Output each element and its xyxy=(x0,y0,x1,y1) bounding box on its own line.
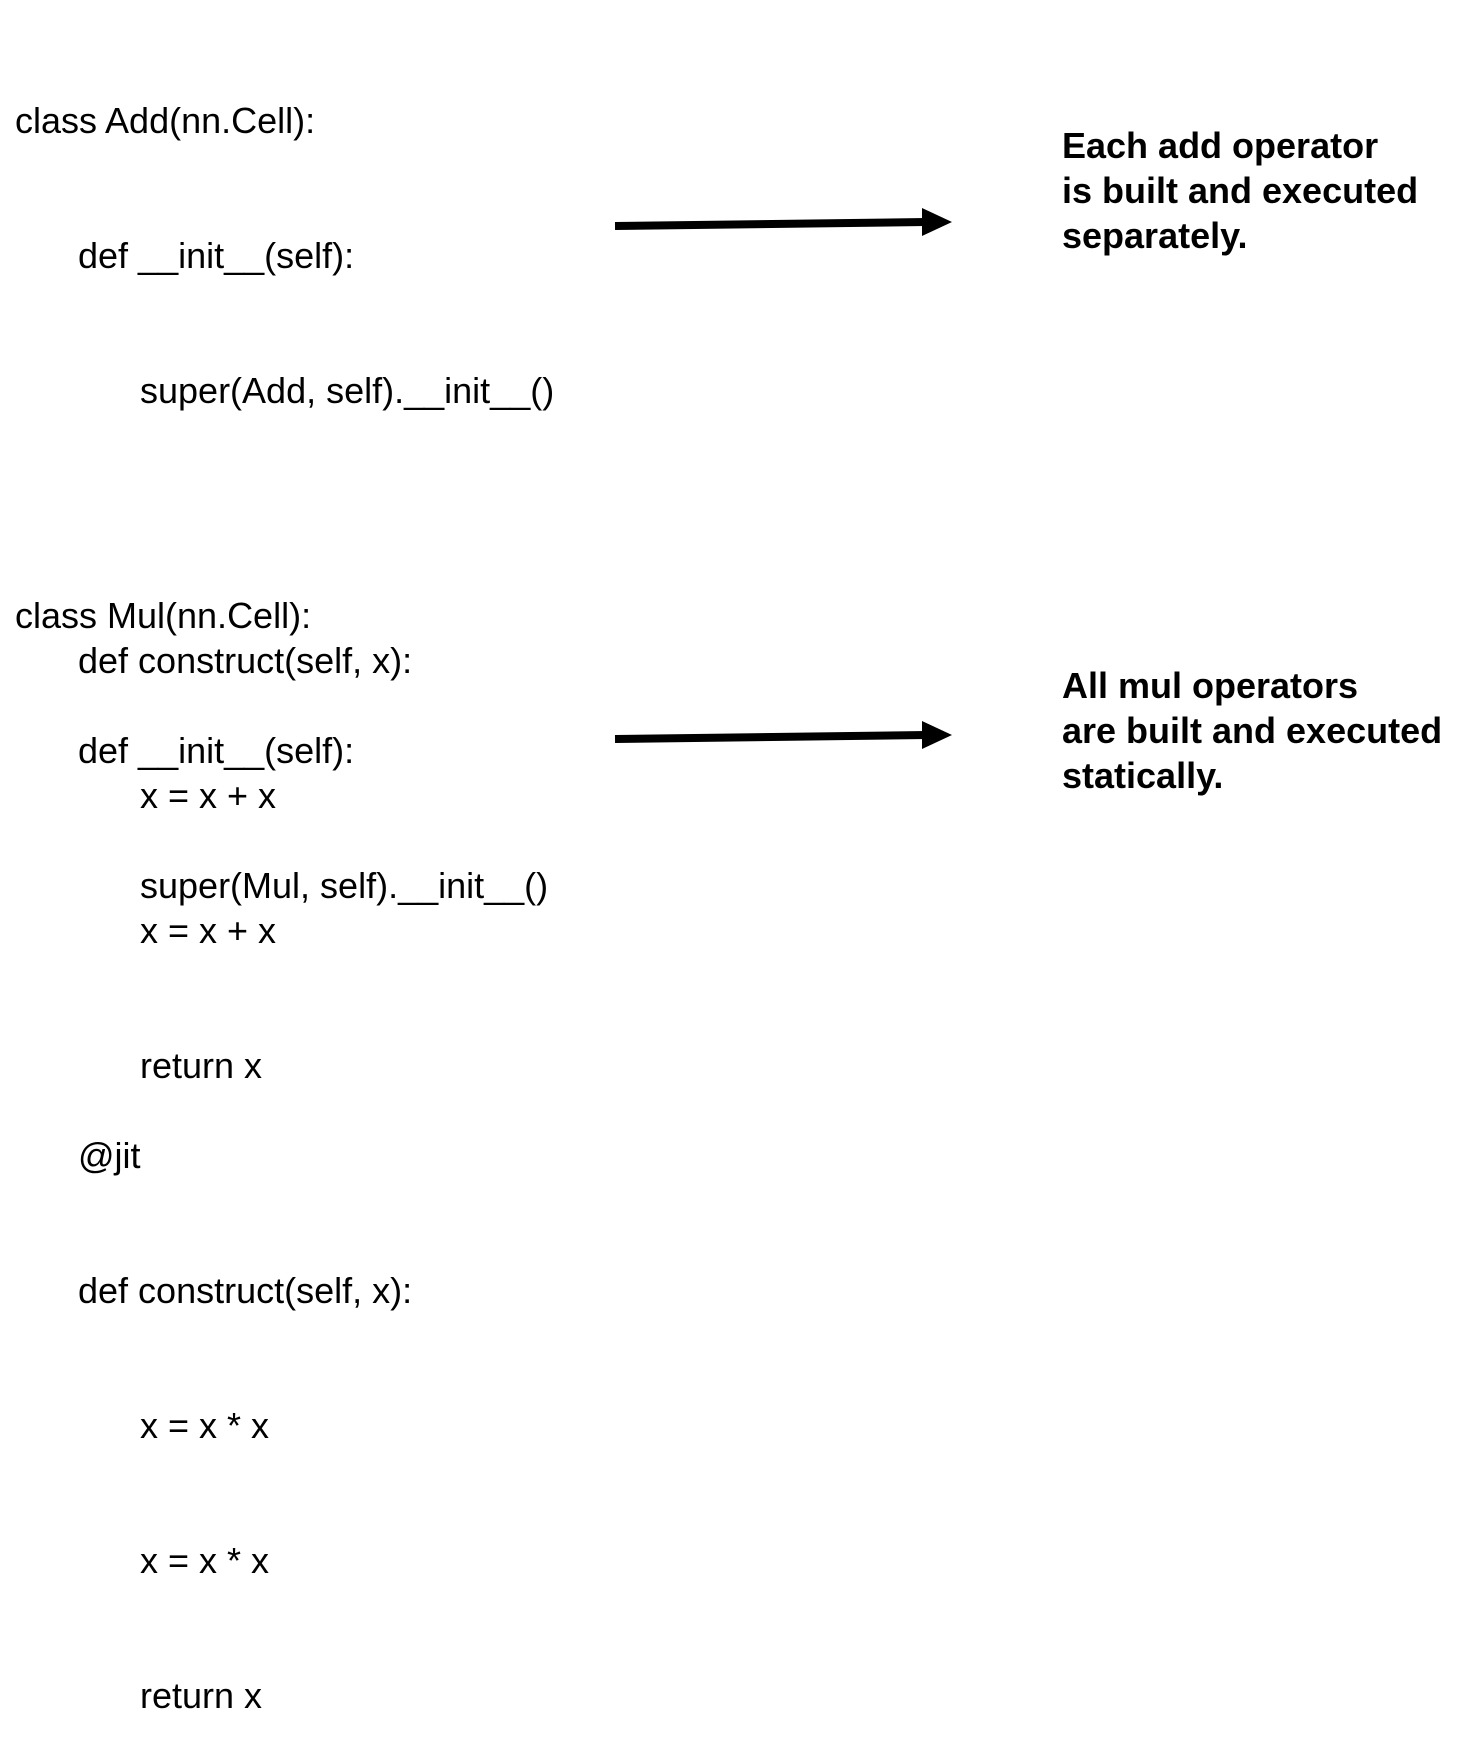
code-line: x = x + x xyxy=(140,775,277,816)
code-line: super(Add, self).__init__() xyxy=(140,370,555,411)
note-line: All mul operators xyxy=(1062,665,1359,706)
mul-arrow-head xyxy=(922,721,952,749)
decorator-line: @jit xyxy=(78,1135,141,1176)
mul-note: All mul operators are built and executed… xyxy=(1062,663,1442,798)
mul-class-code: class Mul(nn.Cell): def __init__(self): … xyxy=(15,503,548,1763)
code-line: def __init__(self): xyxy=(78,235,355,276)
code-line: super(Mul, self).__init__() xyxy=(140,865,549,906)
mul-arrow xyxy=(614,721,952,749)
code-line: x = x * x xyxy=(140,1405,270,1446)
mul-arrow-shaft xyxy=(614,731,927,743)
code-line: class Add(nn.Cell): xyxy=(15,100,316,141)
code-line: class Mul(nn.Cell): xyxy=(15,595,312,636)
add-arrow-shaft xyxy=(614,218,927,230)
code-line: return x xyxy=(140,1675,263,1716)
code-line-blank xyxy=(15,998,548,1043)
note-line: statically. xyxy=(1062,755,1224,796)
code-line: def __init__(self): xyxy=(78,730,355,771)
add-arrow-head xyxy=(922,208,952,236)
code-line: def construct(self, x): xyxy=(78,1270,413,1311)
note-line: separately. xyxy=(1062,215,1248,256)
note-line: Each add operator xyxy=(1062,125,1379,166)
add-note: Each add operator is built and executed … xyxy=(1062,123,1418,258)
add-arrow xyxy=(614,208,952,236)
add-class-code: class Add(nn.Cell): def __init__(self): … xyxy=(15,8,554,1133)
code-line: def construct(self, x): xyxy=(78,640,413,681)
code-line: x = x * x xyxy=(140,1540,270,1581)
note-line: are built and executed xyxy=(1062,710,1443,751)
note-line: is built and executed xyxy=(1062,170,1419,211)
